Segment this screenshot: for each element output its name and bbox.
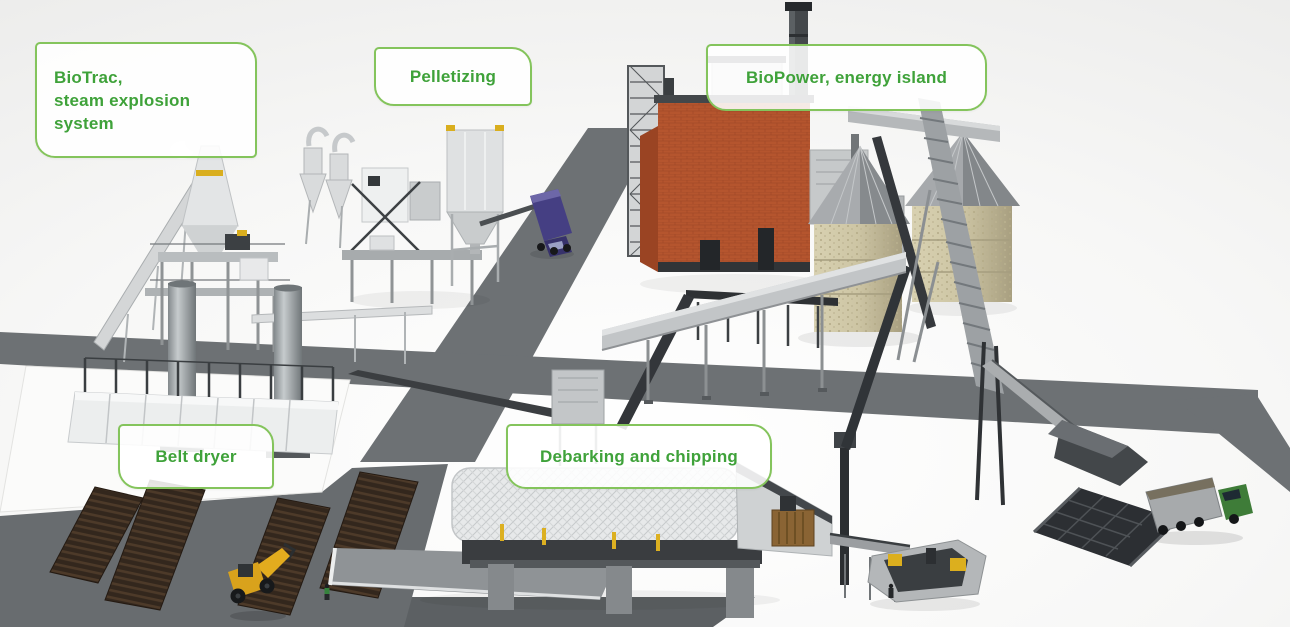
chip-truck bbox=[1145, 477, 1253, 535]
wheel-loader bbox=[228, 542, 297, 621]
worker-figure bbox=[888, 583, 894, 598]
callout-biotrac-line1: BioTrac, bbox=[54, 67, 123, 87]
log-pile bbox=[49, 486, 144, 584]
callout-debarking-label: Debarking and chipping bbox=[539, 446, 739, 466]
boiler-house-front bbox=[658, 100, 810, 272]
callout-biopower: BioPower, energy island bbox=[706, 44, 987, 111]
callout-biopower-label: BioPower, energy island bbox=[745, 67, 948, 87]
conveyor-bridge bbox=[601, 252, 907, 404]
road-horizontal bbox=[0, 332, 1258, 436]
pelletizing-plant bbox=[299, 125, 572, 305]
callout-pelletizing: Pelletizing bbox=[374, 47, 532, 106]
dryer-railings bbox=[83, 358, 335, 401]
worker-figure bbox=[324, 583, 330, 600]
chip-discharge-conveyor bbox=[830, 534, 910, 556]
pellet-mill-block bbox=[342, 167, 482, 305]
callout-biotrac: BioTrac, steam explosion system bbox=[35, 42, 257, 158]
callout-biotrac-line2: steam explosion bbox=[54, 90, 191, 110]
chipper-unit bbox=[867, 539, 987, 603]
pellet-truck bbox=[530, 189, 572, 257]
biotrac-steam-explosion bbox=[93, 132, 433, 364]
truck-receiving-station bbox=[975, 341, 1253, 568]
cyclones bbox=[299, 126, 356, 249]
road-right-branch bbox=[1175, 394, 1290, 492]
callout-pelletizing-label: Pelletizing bbox=[409, 66, 497, 86]
callout-debarking: Debarking and chipping bbox=[506, 424, 772, 489]
callout-biotrac-line3: system bbox=[54, 113, 114, 133]
callout-belt-dryer-label: Belt dryer bbox=[155, 446, 237, 466]
log-infeed-belt bbox=[348, 370, 560, 418]
boiler-house-side bbox=[640, 126, 658, 272]
infeed-bin bbox=[551, 369, 605, 425]
pellet-loadout-silo bbox=[446, 125, 549, 286]
incline-conveyor-tall bbox=[848, 98, 1004, 394]
callout-belt-dryer: Belt dryer bbox=[118, 424, 274, 489]
